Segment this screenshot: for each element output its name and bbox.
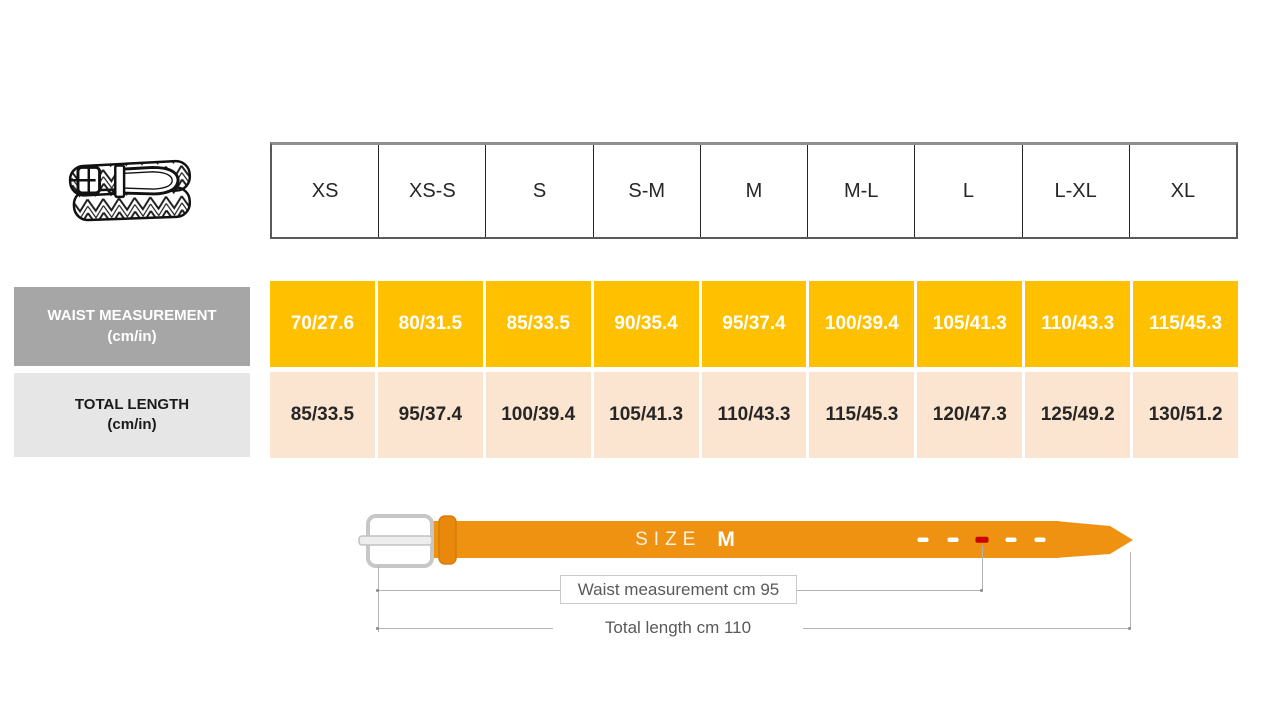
length-value-cell: 105/41.3 [593,372,699,458]
dimension-endpoint-dot [1128,627,1131,630]
total-length-row: 85/33.5 95/37.4 100/39.4 105/41.3 110/43… [270,372,1239,458]
length-value-cell: 110/43.3 [701,372,807,458]
total-length-row-label: TOTAL LENGTH (cm/in) [14,373,250,457]
belt-diagram [358,514,1133,568]
waist-measurement-note: Waist measurement cm 95 [560,575,797,604]
row-label-unit: (cm/in) [107,416,157,433]
waist-value-cell: 90/35.4 [593,281,699,367]
belt-tip [1055,521,1133,558]
size-column-header: L [915,145,1023,237]
row-label-unit: (cm/in) [107,327,157,345]
belt-hole [1034,537,1046,542]
row-label-text: TOTAL LENGTH [74,395,190,413]
belt-hole-highlighted [975,536,989,543]
size-column-header: S [486,145,594,237]
size-value: M [717,528,735,551]
waist-value-cell: 105/41.3 [917,281,1023,367]
braided-belt-icon [68,159,192,222]
belt-buckle-prong [358,535,433,546]
waist-value-cell: 95/37.4 [701,281,807,367]
length-value-cell: 125/49.2 [1025,372,1131,458]
waist-value-cell: 100/39.4 [809,281,915,367]
tip-extension-line [1130,552,1131,628]
length-value-cell: 100/39.4 [485,372,591,458]
length-value-cell: 115/45.3 [809,372,915,458]
length-value-cell: 85/33.5 [270,372,375,458]
belt-keeper [438,515,457,565]
waist-measurement-row: 70/27.6 80/31.5 85/33.5 90/35.4 95/37.4 … [270,281,1239,367]
size-word: SIZE [635,529,702,550]
waist-value-cell: 70/27.6 [270,281,375,367]
length-value-cell: 130/51.2 [1133,372,1239,458]
belt-hole [917,537,929,542]
buckle-extension-line [378,566,379,632]
size-column-header: XL [1170,179,1196,202]
size-column-header: S-M [594,145,701,237]
dimension-endpoint-dot [376,589,379,592]
hole-extension-line [982,545,983,590]
size-column-header: M-L [808,145,916,237]
belt-size-label: SIZE M [600,525,770,555]
dimension-endpoint-dot [980,589,983,592]
waist-value-cell: 110/43.3 [1025,281,1131,367]
waist-value-cell: 85/33.5 [485,281,591,367]
size-column-header: XS [272,145,380,237]
length-value-cell: 120/47.3 [917,372,1023,458]
waist-value-cell: 80/31.5 [377,281,483,367]
size-column-header: M [701,145,809,237]
size-column-header: XS-S [379,145,487,237]
dimension-endpoint-dot [376,627,379,630]
row-label-text: WAIST MEASUREMENT [47,307,217,325]
belt-hole [1005,537,1017,542]
total-length-note: Total length cm 110 [553,615,803,641]
waist-measurement-row-label: WAIST MEASUREMENT (cm/in) [14,287,250,366]
size-column-header: L-XL [1023,145,1130,237]
size-header-row: XS XS-S S S-M M M-L L L-XL XL [270,142,1238,239]
length-value-cell: 95/37.4 [377,372,483,458]
waist-value-cell: 115/45.3 [1133,281,1239,367]
belt-hole [947,537,959,542]
